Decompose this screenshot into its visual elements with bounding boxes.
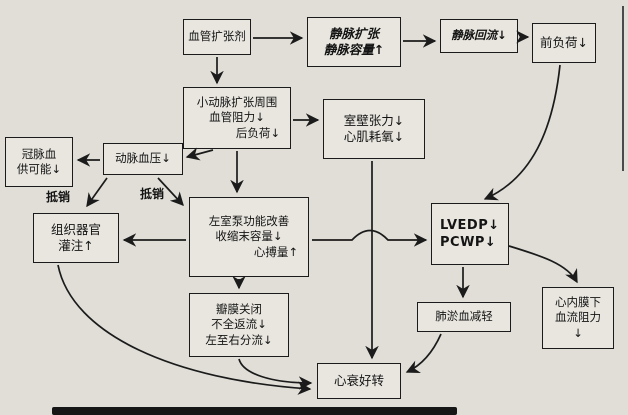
node-preload: 前负荷↓ xyxy=(532,23,596,63)
node-tissue-perfusion-line2: 灌注↑ xyxy=(58,238,94,253)
node-vasodilator: 血管扩张剂 xyxy=(183,19,251,55)
node-arteriolar-line3: 后负荷↓ xyxy=(235,125,280,140)
node-arteriolar-line2: 血管阻力↓ xyxy=(209,110,265,125)
node-tissue-perfusion-line1: 组织器官 xyxy=(50,221,101,237)
node-preload-label: 前负荷↓ xyxy=(540,34,588,50)
node-hf-improvement: 心衰好转 xyxy=(317,363,401,399)
node-wall-tension: 室壁张力↓ 心肌耗氧↓ xyxy=(323,99,425,159)
node-tissue-perfusion: 组织器官 灌注↑ xyxy=(33,213,119,263)
node-lvedp-line1: LVEDP↓ xyxy=(440,217,500,233)
arrow-pulmonary-to-hf xyxy=(405,333,442,373)
scan-artifact-bottom-band xyxy=(52,407,457,415)
node-wall-tension-line2: 心肌耗氧↓ xyxy=(343,129,405,144)
node-pulmonary-label: 肺淤血减轻 xyxy=(435,309,493,324)
offset-label-left: 抵销 xyxy=(46,190,71,204)
arrow-valve-to-hf xyxy=(238,358,313,390)
node-coronary-line1: 冠脉血 xyxy=(21,146,57,161)
node-venous-dilation-line1: 静脉扩张 xyxy=(328,25,379,41)
arrow-offset-to-tissue-perfusion xyxy=(86,177,108,208)
arrow-preload-to-lvedp-curve xyxy=(483,64,561,201)
node-pulmonary-congestion: 肺淤血减轻 xyxy=(417,302,511,332)
node-subendocardial-line1: 心内膜下 xyxy=(555,295,601,310)
node-lv-pump: 左室泵功能改善 收缩末容量↓ 心搏量↑ xyxy=(189,197,309,277)
node-arteriolar-line1: 小动脉扩张周围 xyxy=(196,95,278,110)
node-vasodilator-label: 血管扩张剂 xyxy=(188,29,246,44)
node-lv-pump-line3: 心搏量↑ xyxy=(253,244,298,259)
node-lvedp-line2: PCWP↓ xyxy=(440,235,497,250)
node-lvedp-pcwp: LVEDP↓ PCWP↓ xyxy=(431,203,509,265)
node-venous-return-label: 静脉回流↓ xyxy=(451,28,507,43)
node-lv-pump-line2: 收缩末容量↓ xyxy=(215,229,283,244)
scan-artifact-right-edge xyxy=(622,6,624,171)
arrow-arteriolar-to-arterial-bp xyxy=(185,147,214,161)
node-arterial-bp: 动脉血压↓ xyxy=(103,143,183,175)
node-valve-line2: 不全返流↓ xyxy=(211,317,267,332)
node-subendocardial-resistance: 心内膜下 血流阻力 ↓ xyxy=(542,287,614,349)
node-subendocardial-line2: 血流阻力 xyxy=(555,310,601,325)
node-coronary-supply: 冠脉血 供可能↓ xyxy=(5,137,73,187)
node-subendocardial-line3: ↓ xyxy=(573,325,583,340)
arrow-lvedp-to-subendocardial xyxy=(508,245,578,284)
node-venous-dilation-line2: 静脉容量↑ xyxy=(323,42,385,57)
offset-label-right: 抵销 xyxy=(140,187,165,201)
node-arteriolar-dilation: 小动脉扩张周围 血管阻力↓ 后负荷↓ xyxy=(183,87,291,149)
node-coronary-line2: 供可能↓ xyxy=(16,162,62,176)
node-lv-pump-line1: 左室泵功能改善 xyxy=(208,214,290,229)
node-venous-return: 静脉回流↓ xyxy=(440,19,518,53)
node-valve-regurgitation: 瓣膜关闭 不全返流↓ 左至右分流↓ xyxy=(189,293,289,357)
node-wall-tension-line1: 室壁张力↓ xyxy=(343,112,405,128)
node-hf-improvement-label: 心衰好转 xyxy=(333,372,384,388)
node-valve-line1: 瓣膜关闭 xyxy=(216,302,262,317)
node-arterial-bp-label: 动脉血压↓ xyxy=(115,151,171,166)
node-valve-line3: 左至右分流↓ xyxy=(205,332,273,347)
node-venous-dilation: 静脉扩张 静脉容量↑ xyxy=(307,17,401,67)
arrow-lv-pump-to-lvedp-with-hop xyxy=(312,229,428,247)
